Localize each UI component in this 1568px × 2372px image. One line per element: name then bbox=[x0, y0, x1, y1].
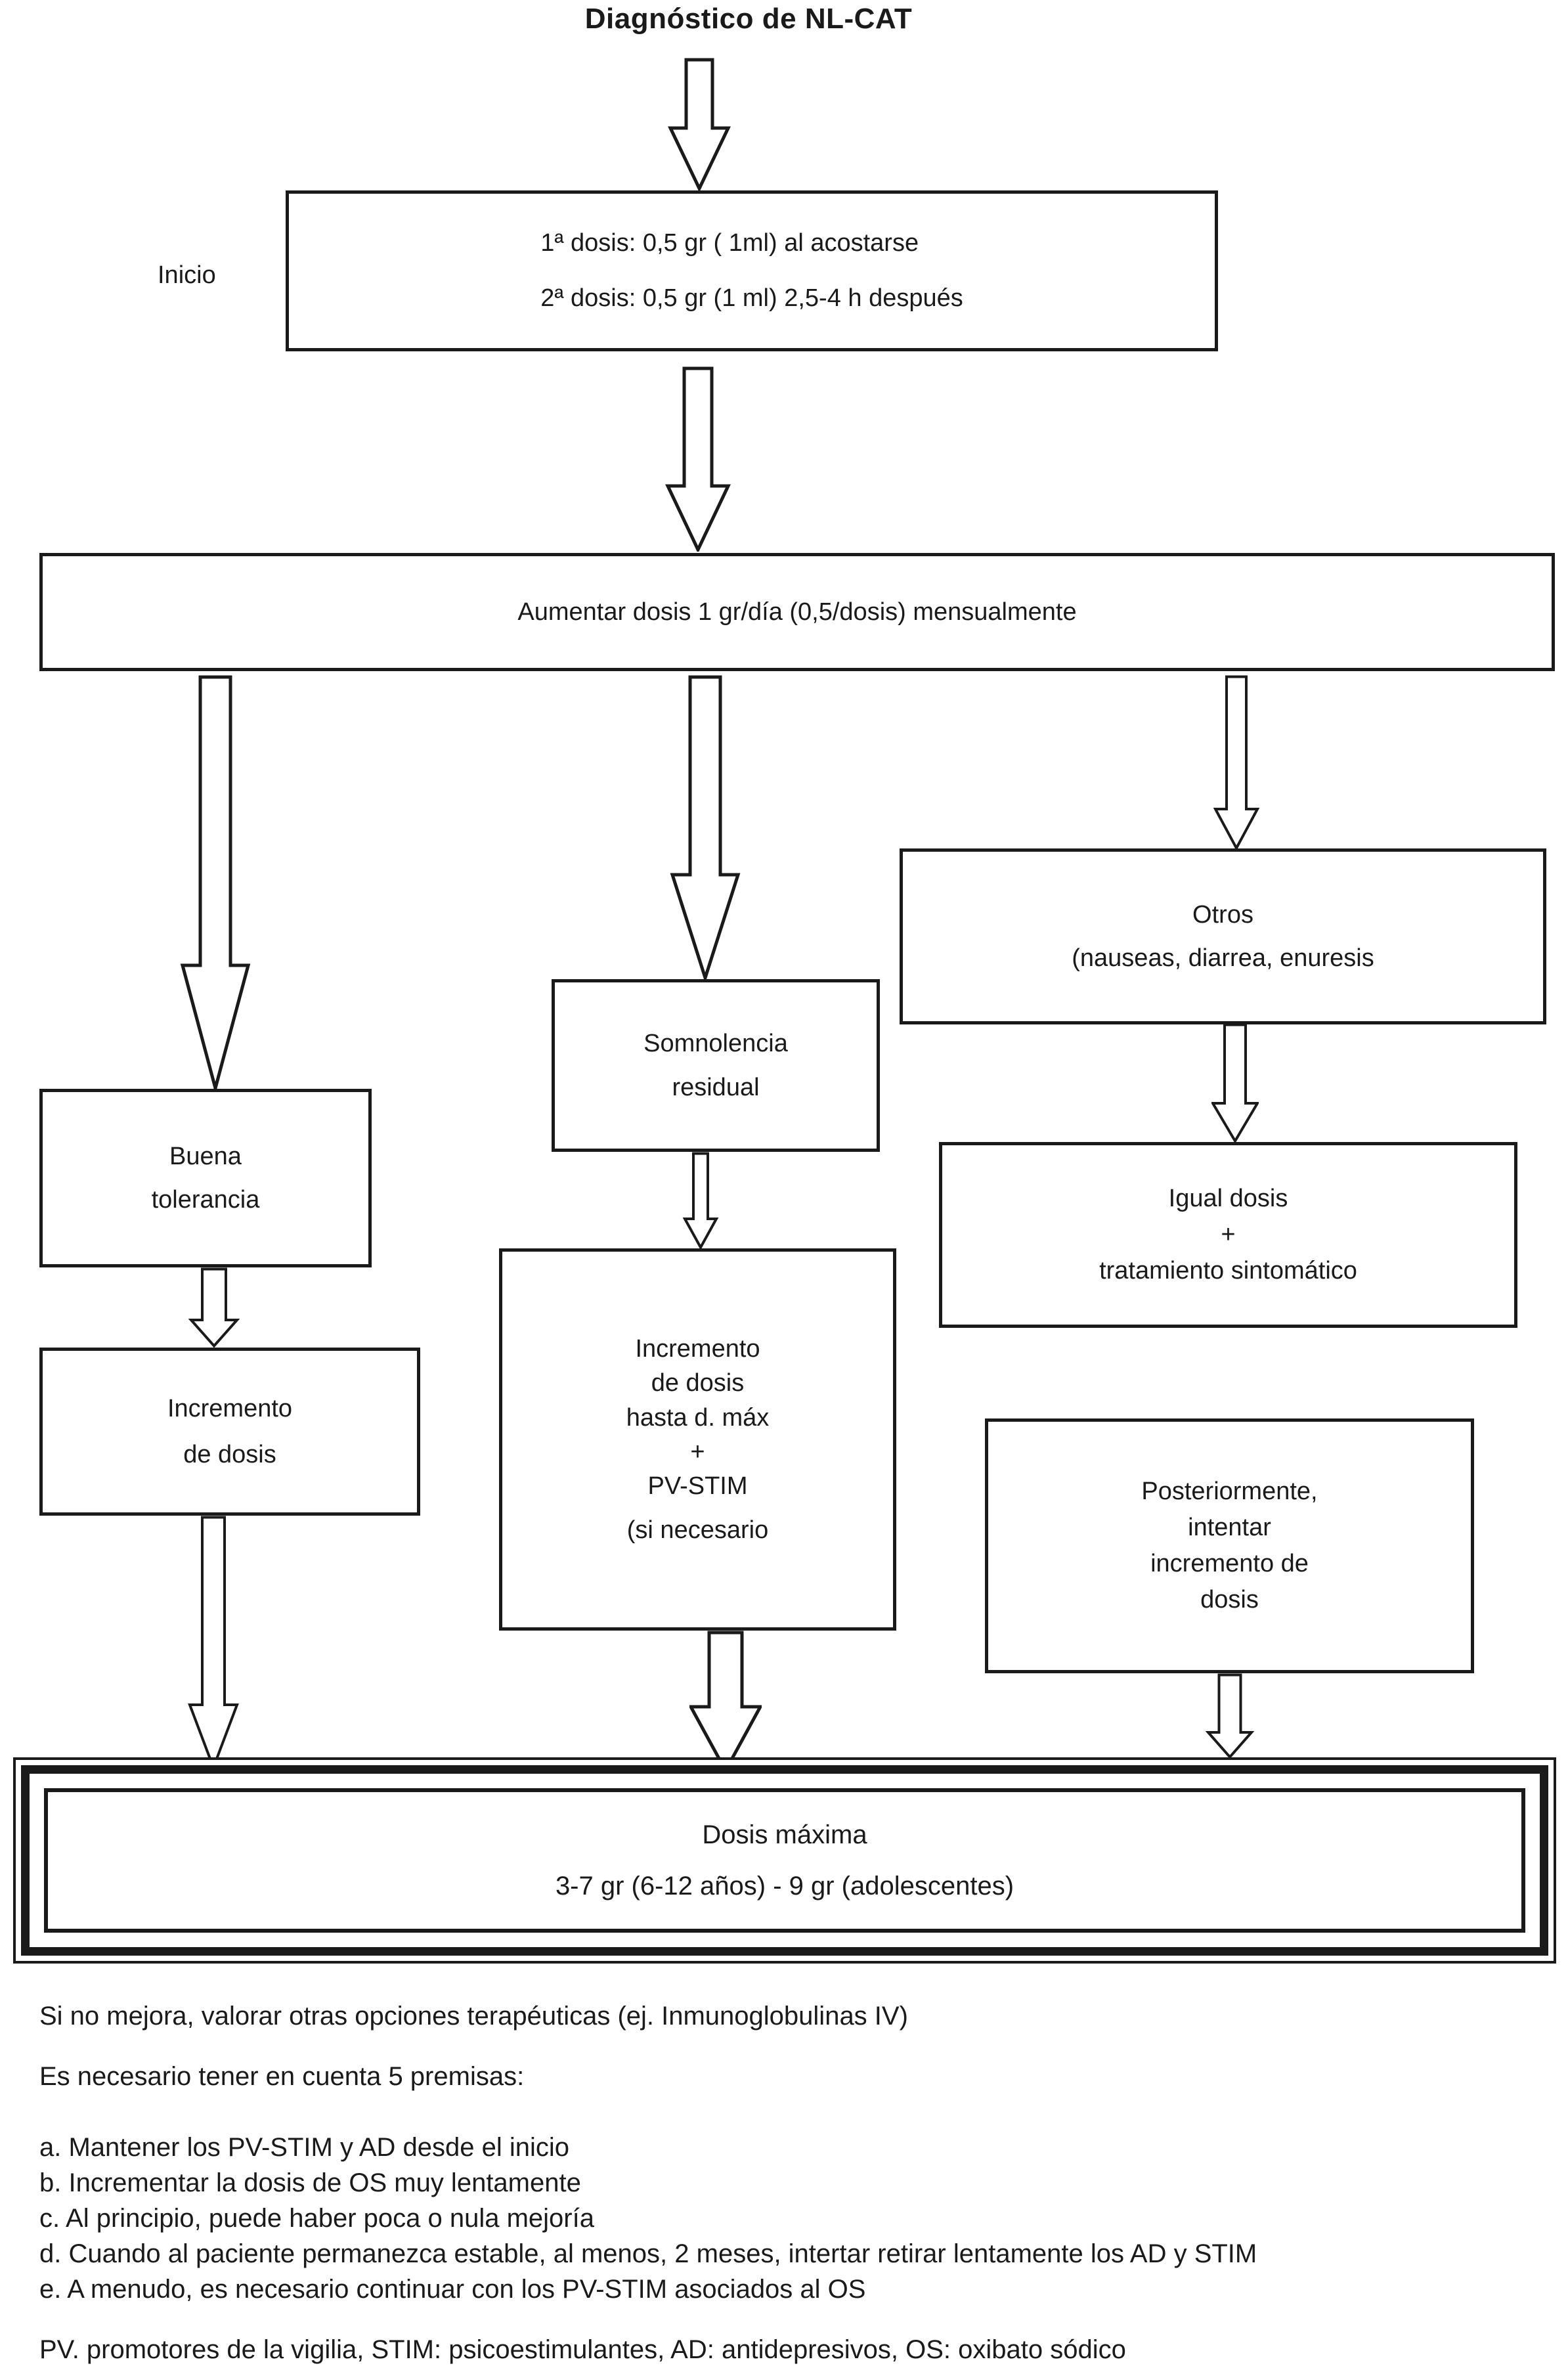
node-otros: Otros (nauseas, diarrea, enuresis bbox=[900, 848, 1546, 1024]
igual-dosis-line3: tratamiento sintomático bbox=[1099, 1257, 1357, 1285]
posteriormente-line3: incremento de bbox=[1150, 1550, 1309, 1577]
incremento-max-line6: (si necesario bbox=[626, 1516, 769, 1544]
incremento-max-line4: + bbox=[690, 1438, 705, 1466]
node-incremento-dosis: Incremento de dosis bbox=[39, 1348, 420, 1516]
node-incremento-dosis-max: Incremento de dosis hasta d. máx + PV-ST… bbox=[499, 1248, 896, 1631]
incremento-max-line1: Incremento bbox=[635, 1334, 760, 1363]
page-title: Diagnóstico de NL-CAT bbox=[584, 3, 913, 35]
arrow-otros-to-igual bbox=[1211, 1023, 1259, 1143]
note-premise-c: c. Al principio, puede haber poca o nula… bbox=[39, 2204, 594, 2233]
note-premise-e: e. A menudo, es necesario continuar con … bbox=[39, 2275, 866, 2304]
buena-tolerancia-line1: Buena bbox=[169, 1142, 242, 1170]
somnolencia-line2: residual bbox=[672, 1073, 760, 1101]
note-abbreviations: PV. promotores de la vigilia, STIM: psic… bbox=[39, 2335, 1126, 2364]
posteriormente-line1: Posteriormente, bbox=[1141, 1477, 1318, 1505]
dosis-maxima-line1: Dosis máxima bbox=[702, 1820, 867, 1849]
incremento-dosis-line1: Incremento bbox=[167, 1394, 293, 1422]
incremento-max-line3: hasta d. máx bbox=[626, 1403, 770, 1432]
note-premise-a: a. Mantener los PV-STIM y AD desde el in… bbox=[39, 2133, 570, 2162]
note-premisas-header: Es necesario tener en cuenta 5 premisas: bbox=[39, 2062, 525, 2091]
note-si-no-mejora: Si no mejora, valorar otras opciones ter… bbox=[39, 2002, 908, 2031]
arrow-incremento-max-to-dosis-maxima bbox=[689, 1631, 762, 1772]
buena-tolerancia-line2: tolerancia bbox=[151, 1186, 260, 1214]
aumentar-dosis-line1: Aumentar dosis 1 gr/día (0,5/dosis) mens… bbox=[517, 598, 1077, 626]
node-aumentar-dosis: Aumentar dosis 1 gr/día (0,5/dosis) mens… bbox=[39, 553, 1555, 671]
arrow-somnolencia-to-incremento-max bbox=[682, 1152, 720, 1249]
label-inicio: Inicio bbox=[158, 261, 216, 289]
note-premise-b: b. Incrementar la dosis de OS muy lentam… bbox=[39, 2168, 581, 2197]
node-buena-tolerancia: Buena tolerancia bbox=[39, 1089, 372, 1267]
arrow-inicio-to-aumentar bbox=[662, 366, 734, 552]
node-igual-dosis: Igual dosis + tratamiento sintomático bbox=[939, 1142, 1517, 1328]
incremento-max-line2: de dosis bbox=[651, 1369, 745, 1397]
arrow-title-to-inicio bbox=[666, 58, 732, 190]
posteriormente-line2: intentar bbox=[1188, 1513, 1271, 1541]
node-inicio-dosis: 1ª dosis: 0,5 gr ( 1ml) al acostarse 2ª … bbox=[286, 190, 1218, 351]
arrow-aumentar-to-buena bbox=[179, 675, 252, 1090]
note-premise-d: d. Cuando al paciente permanezca estable… bbox=[39, 2239, 1257, 2268]
node-dosis-maxima: Dosis máxima 3-7 gr (6-12 años) - 9 gr (… bbox=[13, 1757, 1556, 1964]
dosis-maxima-inner: Dosis máxima 3-7 gr (6-12 años) - 9 gr (… bbox=[44, 1788, 1525, 1933]
arrow-posteriormente-to-dosis-maxima bbox=[1204, 1673, 1256, 1759]
igual-dosis-line2: + bbox=[1221, 1220, 1236, 1248]
inicio-dosis-line2: 2ª dosis: 0,5 gr (1 ml) 2,5-4 h después bbox=[540, 284, 963, 312]
dosis-maxima-line2: 3-7 gr (6-12 años) - 9 gr (adolescentes) bbox=[555, 1872, 1014, 1900]
incremento-dosis-line2: de dosis bbox=[183, 1441, 276, 1468]
dosis-maxima-border-band: Dosis máxima 3-7 gr (6-12 años) - 9 gr (… bbox=[21, 1765, 1548, 1956]
igual-dosis-line1: Igual dosis bbox=[1168, 1184, 1288, 1212]
arrow-aumentar-to-somnolencia bbox=[668, 675, 742, 980]
otros-line1: Otros bbox=[1192, 900, 1253, 929]
node-posteriormente: Posteriormente, intentar incremento de d… bbox=[985, 1418, 1474, 1673]
arrow-aumentar-to-otros bbox=[1213, 675, 1259, 850]
posteriormente-line4: dosis bbox=[1200, 1586, 1259, 1614]
incremento-max-line5: PV-STIM bbox=[647, 1472, 748, 1501]
node-somnolencia-residual: Somnolencia residual bbox=[552, 979, 880, 1152]
arrow-incremento-to-dosis-maxima bbox=[185, 1516, 242, 1769]
arrow-buena-to-incremento bbox=[188, 1267, 240, 1348]
otros-line2: (nauseas, diarrea, enuresis bbox=[1072, 944, 1374, 972]
somnolencia-line1: Somnolencia bbox=[643, 1030, 788, 1057]
inicio-dosis-line1: 1ª dosis: 0,5 gr ( 1ml) al acostarse bbox=[540, 229, 919, 257]
